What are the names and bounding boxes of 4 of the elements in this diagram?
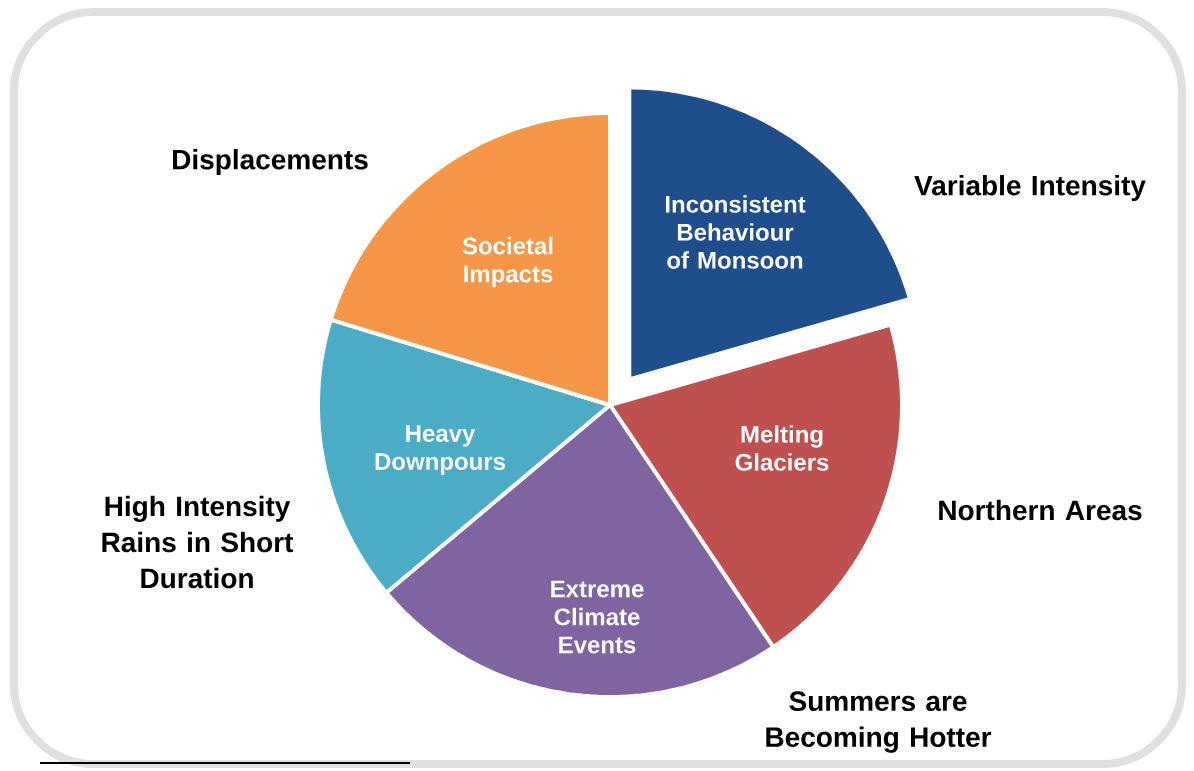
slice-caption: Variable Intensity [914,174,1146,202]
slice-caption: Summers are Becoming Hotter [766,691,992,753]
slice-caption: Northern Areas [939,499,1142,521]
slice-caption: High Intensity Rains in Short Duration [102,495,294,589]
